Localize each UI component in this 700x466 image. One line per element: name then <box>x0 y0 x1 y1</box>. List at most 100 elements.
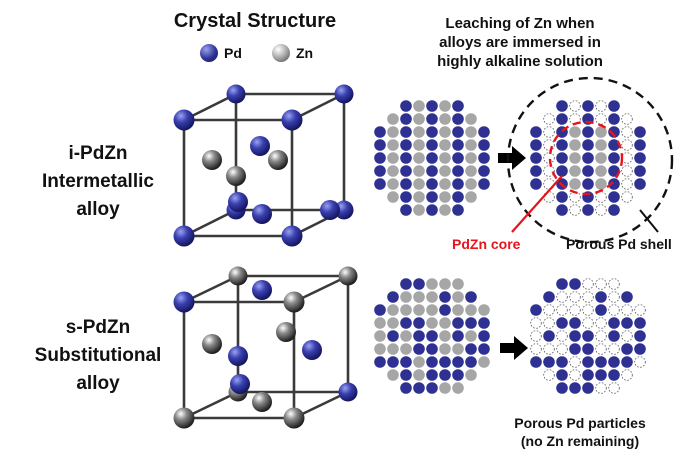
vacancy <box>634 304 646 316</box>
pd-atom <box>452 191 464 203</box>
zn-atom <box>465 330 477 342</box>
vacancy <box>582 304 594 316</box>
zn-atom <box>202 334 222 354</box>
vacancy <box>608 343 620 355</box>
pd-atom <box>556 278 568 290</box>
zn-atom <box>268 150 288 170</box>
vacancy <box>543 126 555 138</box>
pd-atom <box>582 126 594 138</box>
row-label-line: alloy <box>76 199 120 220</box>
pd-atom <box>426 178 438 190</box>
zn-atom <box>439 165 451 177</box>
pd-atom <box>374 165 386 177</box>
pd-atom <box>413 278 425 290</box>
pd-atom <box>478 152 490 164</box>
nanoparticle-grids <box>374 100 646 394</box>
pd-atom <box>530 304 542 316</box>
pd-atom <box>413 382 425 394</box>
pd-atom <box>556 369 568 381</box>
pd-atom <box>569 382 581 394</box>
pd-atom <box>608 317 620 329</box>
zn-atom <box>173 407 195 429</box>
zn-atom <box>374 317 386 329</box>
pd-atom <box>250 136 270 156</box>
pd-atom <box>608 100 620 112</box>
zn-atom <box>413 291 425 303</box>
pd-atom <box>530 152 542 164</box>
zn-atom <box>439 278 451 290</box>
vacancy <box>569 204 581 216</box>
pd-atom <box>595 369 607 381</box>
particle-leached-porous <box>530 278 646 394</box>
vacancy <box>621 126 633 138</box>
vacancy <box>582 291 594 303</box>
vacancy <box>621 330 633 342</box>
vacancy <box>543 139 555 151</box>
vacancy <box>608 382 620 394</box>
zn-atom <box>439 191 451 203</box>
zn-atom <box>413 191 425 203</box>
pd-atom <box>582 382 594 394</box>
vacancy <box>608 278 620 290</box>
zn-atom <box>465 152 477 164</box>
zn-atom <box>439 204 451 216</box>
row-label-line: Substitutional <box>34 345 162 366</box>
pd-atom <box>228 192 248 212</box>
pd-atom <box>556 191 568 203</box>
pd-atom <box>426 100 438 112</box>
zn-atom <box>465 304 477 316</box>
zn-atom <box>413 178 425 190</box>
vacancy <box>595 100 607 112</box>
vacancy <box>569 369 581 381</box>
vacancy <box>621 165 633 177</box>
zn-atom <box>387 191 399 203</box>
pd-atom <box>608 139 620 151</box>
pd-atom <box>478 165 490 177</box>
shell-leader-line <box>639 209 659 233</box>
zn-atom <box>387 152 399 164</box>
pd-atom <box>230 374 250 394</box>
pd-atom <box>530 356 542 368</box>
zn-atom <box>569 126 581 138</box>
row-label-line: s-PdZn <box>65 317 131 338</box>
vacancy <box>595 317 607 329</box>
pd-atom <box>556 165 568 177</box>
vacancy <box>595 191 607 203</box>
pd-atom <box>400 317 412 329</box>
vacancy <box>595 113 607 125</box>
vacancy <box>543 343 555 355</box>
pd-atom <box>320 200 340 220</box>
vacancy <box>530 317 542 329</box>
particle-leached-core-shell <box>530 100 646 216</box>
pd-atom <box>338 382 358 402</box>
pd-atom <box>452 178 464 190</box>
zn-atom <box>595 152 607 164</box>
zn-atom <box>465 369 477 381</box>
vacancy <box>621 152 633 164</box>
pd-atom <box>569 317 581 329</box>
pd-atom <box>413 343 425 355</box>
pd-atom <box>173 291 195 313</box>
pd-atom <box>569 343 581 355</box>
zn-atom <box>569 152 581 164</box>
zn-atom <box>439 382 451 394</box>
pd-atom <box>452 126 464 138</box>
vacancy <box>595 278 607 290</box>
pd-atom <box>608 152 620 164</box>
pd-atom <box>634 152 646 164</box>
pd-atom-icon <box>200 44 218 62</box>
vacancy <box>556 343 568 355</box>
vacancy <box>621 191 633 203</box>
pd-atom <box>465 343 477 355</box>
vacancy <box>543 317 555 329</box>
pd-atom <box>582 356 594 368</box>
vacancy <box>569 113 581 125</box>
pd-atom <box>569 278 581 290</box>
zn-atom <box>413 152 425 164</box>
zn-atom <box>387 317 399 329</box>
pd-atom <box>452 369 464 381</box>
pd-atom <box>400 204 412 216</box>
zn-atom-icon <box>272 44 290 62</box>
vacancy <box>543 113 555 125</box>
zn-atom <box>595 165 607 177</box>
